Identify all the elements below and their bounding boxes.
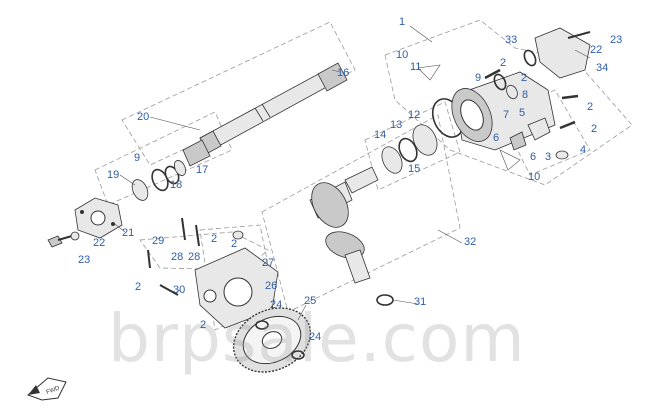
callout-29[interactable]: 29: [152, 235, 165, 247]
callout-33[interactable]: 33: [505, 34, 518, 46]
callout-16[interactable]: 16: [337, 67, 350, 79]
callout-2[interactable]: 2: [500, 57, 507, 69]
callout-6[interactable]: 6: [493, 132, 500, 144]
output-flange: [74, 197, 123, 239]
callout-22[interactable]: 22: [93, 237, 106, 249]
callout-10[interactable]: 10: [396, 49, 409, 61]
callout-2[interactable]: 2: [135, 281, 142, 293]
callout-18[interactable]: 18: [170, 179, 183, 191]
bolt-2a: [484, 68, 501, 80]
top-flange: [523, 27, 591, 79]
callout-3[interactable]: 3: [545, 151, 552, 163]
callout-10[interactable]: 10: [528, 171, 541, 183]
bearing-14: [381, 146, 403, 174]
seal-8: [506, 84, 518, 100]
callout-4[interactable]: 4: [580, 144, 587, 156]
bolt-2c: [559, 120, 576, 130]
bolt-2b: [561, 94, 579, 100]
front-direction-arrow-icon: FWD: [27, 377, 67, 401]
frame-gear-group: [261, 114, 461, 313]
seal-9-top: [493, 73, 507, 91]
callout-27[interactable]: 27: [262, 257, 275, 269]
bolt-28: [147, 249, 151, 269]
frame-housing-group: [384, 19, 633, 186]
callout-20[interactable]: 20: [137, 111, 150, 123]
output-shaft: [182, 62, 348, 167]
callout-31[interactable]: 31: [414, 296, 427, 308]
callout-9[interactable]: 9: [475, 72, 482, 84]
callout-22[interactable]: 22: [590, 44, 603, 56]
callout-7[interactable]: 7: [503, 109, 510, 121]
watermark: brpsale.com: [108, 300, 526, 377]
ring-24b: [291, 350, 305, 360]
ring-gear-assembly: [309, 166, 379, 228]
callout-28[interactable]: 28: [171, 251, 184, 263]
callout-13[interactable]: 13: [390, 119, 403, 131]
callout-5[interactable]: 5: [519, 107, 526, 119]
callout-12[interactable]: 12: [408, 109, 421, 121]
callout-23[interactable]: 23: [610, 34, 623, 46]
callout-14[interactable]: 14: [374, 129, 387, 141]
callout-2[interactable]: 2: [231, 238, 238, 250]
callout-2[interactable]: 2: [521, 72, 528, 84]
bearing-cup-13: [398, 137, 418, 163]
callout-34[interactable]: 34: [596, 62, 609, 74]
bolt-29b: [195, 224, 200, 247]
callout-15[interactable]: 15: [408, 163, 421, 175]
callout-9[interactable]: 9: [134, 152, 141, 164]
svg-text:FWD: FWD: [46, 385, 62, 396]
frame-lower-housing: [199, 224, 276, 331]
callout-6[interactable]: 6: [530, 151, 537, 163]
callout-17[interactable]: 17: [196, 164, 209, 176]
spacer-17: [173, 160, 187, 176]
callout-32[interactable]: 32: [464, 236, 477, 248]
callout-2[interactable]: 2: [591, 123, 598, 135]
callout-21[interactable]: 21: [122, 227, 135, 239]
selector-5: [527, 117, 551, 141]
bolt-29a: [181, 217, 186, 241]
clip-11: [417, 64, 441, 81]
rear-housing: [451, 71, 556, 151]
bolt-30: [159, 284, 179, 296]
callout-2[interactable]: 2: [200, 319, 207, 331]
callout-26[interactable]: 26: [265, 280, 278, 292]
washer-2: [232, 230, 244, 240]
frame-bearing-group: [94, 111, 233, 206]
flange-bolt: [47, 231, 80, 248]
callout-2[interactable]: 2: [587, 101, 594, 113]
callout-28[interactable]: 28: [188, 251, 201, 263]
ring-24a: [255, 320, 269, 330]
callout-24[interactable]: 24: [309, 331, 322, 343]
frame-shaft-group: [121, 21, 356, 166]
callout-24[interactable]: 24: [270, 299, 283, 311]
bearing-12: [412, 124, 438, 156]
clip-10: [499, 149, 521, 171]
callout-23[interactable]: 23: [78, 254, 91, 266]
callout-1[interactable]: 1: [399, 16, 406, 28]
pinion-gear: [325, 231, 371, 284]
callout-19[interactable]: 19: [107, 169, 120, 181]
spring-4: [555, 150, 569, 160]
callout-30[interactable]: 30: [173, 284, 186, 296]
callout-11[interactable]: 11: [410, 61, 422, 73]
callout-2[interactable]: 2: [211, 233, 218, 245]
fork-6: [509, 131, 527, 151]
callout-8[interactable]: 8: [522, 89, 529, 101]
leader-lines: [114, 25, 591, 321]
callout-25[interactable]: 25: [304, 295, 317, 307]
bearing-19: [131, 179, 149, 201]
